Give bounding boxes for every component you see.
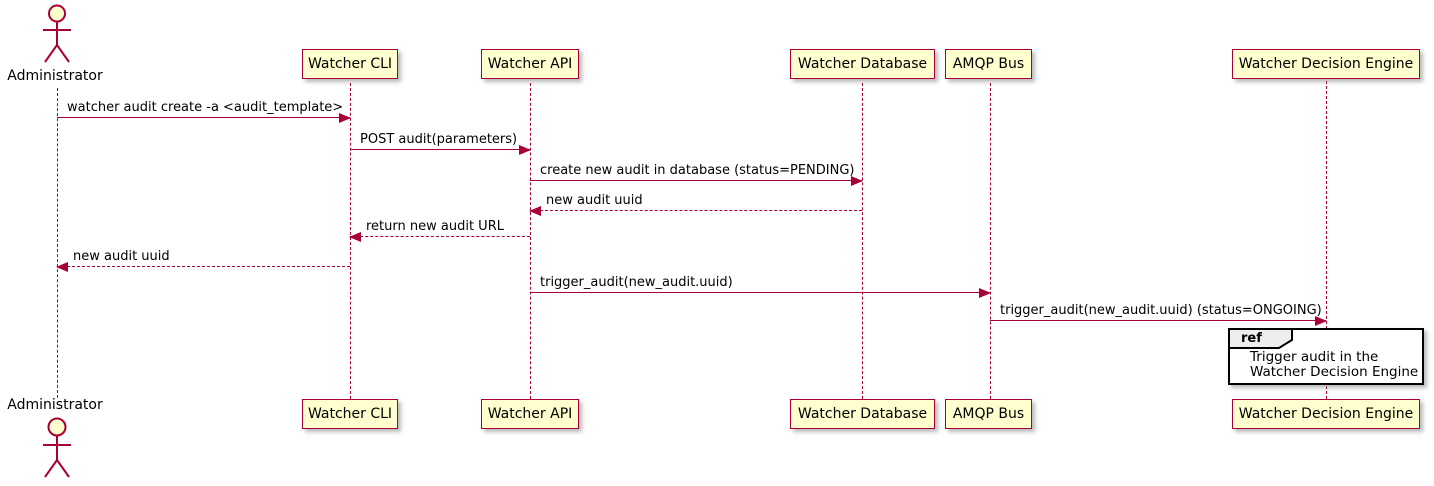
message-label: new audit uuid: [73, 249, 170, 264]
participant-bottom-watcher-api: Watcher API: [481, 399, 579, 429]
message-label: trigger_audit(new_audit.uuid) (status=ON…: [1000, 303, 1322, 318]
actor-label-top: Administrator: [7, 68, 103, 84]
participant-top-amqp-bus: AMQP Bus: [945, 49, 1032, 79]
message-new-audit-uuid-admin: new audit uuid: [56, 249, 350, 272]
participant-bottom-watcher-decision-engine: Watcher Decision Engine: [1232, 399, 1420, 429]
message-create-audit-db: create new audit in database (status=PEN…: [530, 163, 863, 186]
lifeline-watcher-decision-engine: [1326, 81, 1327, 399]
participant-bottom-watcher-cli: Watcher CLI: [302, 399, 398, 429]
participant-top-watcher-cli: Watcher CLI: [302, 49, 398, 79]
message-post-audit: POST audit(parameters): [350, 132, 531, 155]
lifeline-watcher-api: [530, 83, 531, 399]
message-label: return new audit URL: [366, 219, 504, 234]
actor-label-bottom: Administrator: [7, 397, 103, 413]
lifeline-amqp-bus: [990, 83, 991, 399]
lifeline-administrator: [57, 88, 58, 398]
participant-top-watcher-api: Watcher API: [481, 49, 579, 79]
message-label: trigger_audit(new_audit.uuid): [540, 275, 733, 290]
message-label: create new audit in database (status=PEN…: [540, 163, 855, 178]
arrowhead-left-icon: [349, 231, 361, 242]
arrowhead-right-icon: [1315, 315, 1327, 326]
message-label: watcher audit create -a <audit_template>: [67, 100, 344, 115]
participant-top-watcher-decision-engine: Watcher Decision Engine: [1232, 49, 1420, 79]
arrowhead-left-icon: [56, 261, 68, 272]
participant-top-watcher-database: Watcher Database: [790, 49, 935, 79]
arrowhead-right-icon: [851, 175, 863, 186]
arrowhead-left-icon: [529, 205, 541, 216]
arrowhead-right-icon: [339, 112, 351, 123]
ref-fragment: ref Trigger audit in the Watcher Decisio…: [1228, 328, 1424, 385]
arrowhead-right-icon: [519, 144, 531, 155]
message-audit-create: watcher audit create -a <audit_template>: [57, 100, 351, 123]
ref-text-line2: Watcher Decision Engine: [1250, 364, 1419, 380]
lifeline-watcher-database: [862, 83, 863, 399]
message-trigger-audit: trigger_audit(new_audit.uuid): [530, 275, 991, 298]
message-trigger-audit-ongoing: trigger_audit(new_audit.uuid) (status=ON…: [990, 303, 1327, 326]
message-label: POST audit(parameters): [360, 132, 518, 147]
actor-figure-bottom: [43, 417, 71, 478]
actor-figure-top: [43, 4, 71, 63]
arrowhead-right-icon: [979, 287, 991, 298]
participant-bottom-watcher-database: Watcher Database: [790, 399, 935, 429]
ref-text: Trigger audit in the Watcher Decision En…: [1250, 350, 1418, 380]
ref-header-pentagon-icon: [1228, 328, 1293, 349]
participant-bottom-amqp-bus: AMQP Bus: [945, 399, 1032, 429]
message-return-audit-url: return new audit URL: [349, 219, 530, 242]
message-new-audit-uuid-db: new audit uuid: [529, 193, 862, 216]
ref-text-line1: Trigger audit in the: [1250, 349, 1379, 365]
ref-keyword: ref: [1241, 331, 1262, 346]
message-label: new audit uuid: [546, 193, 643, 208]
